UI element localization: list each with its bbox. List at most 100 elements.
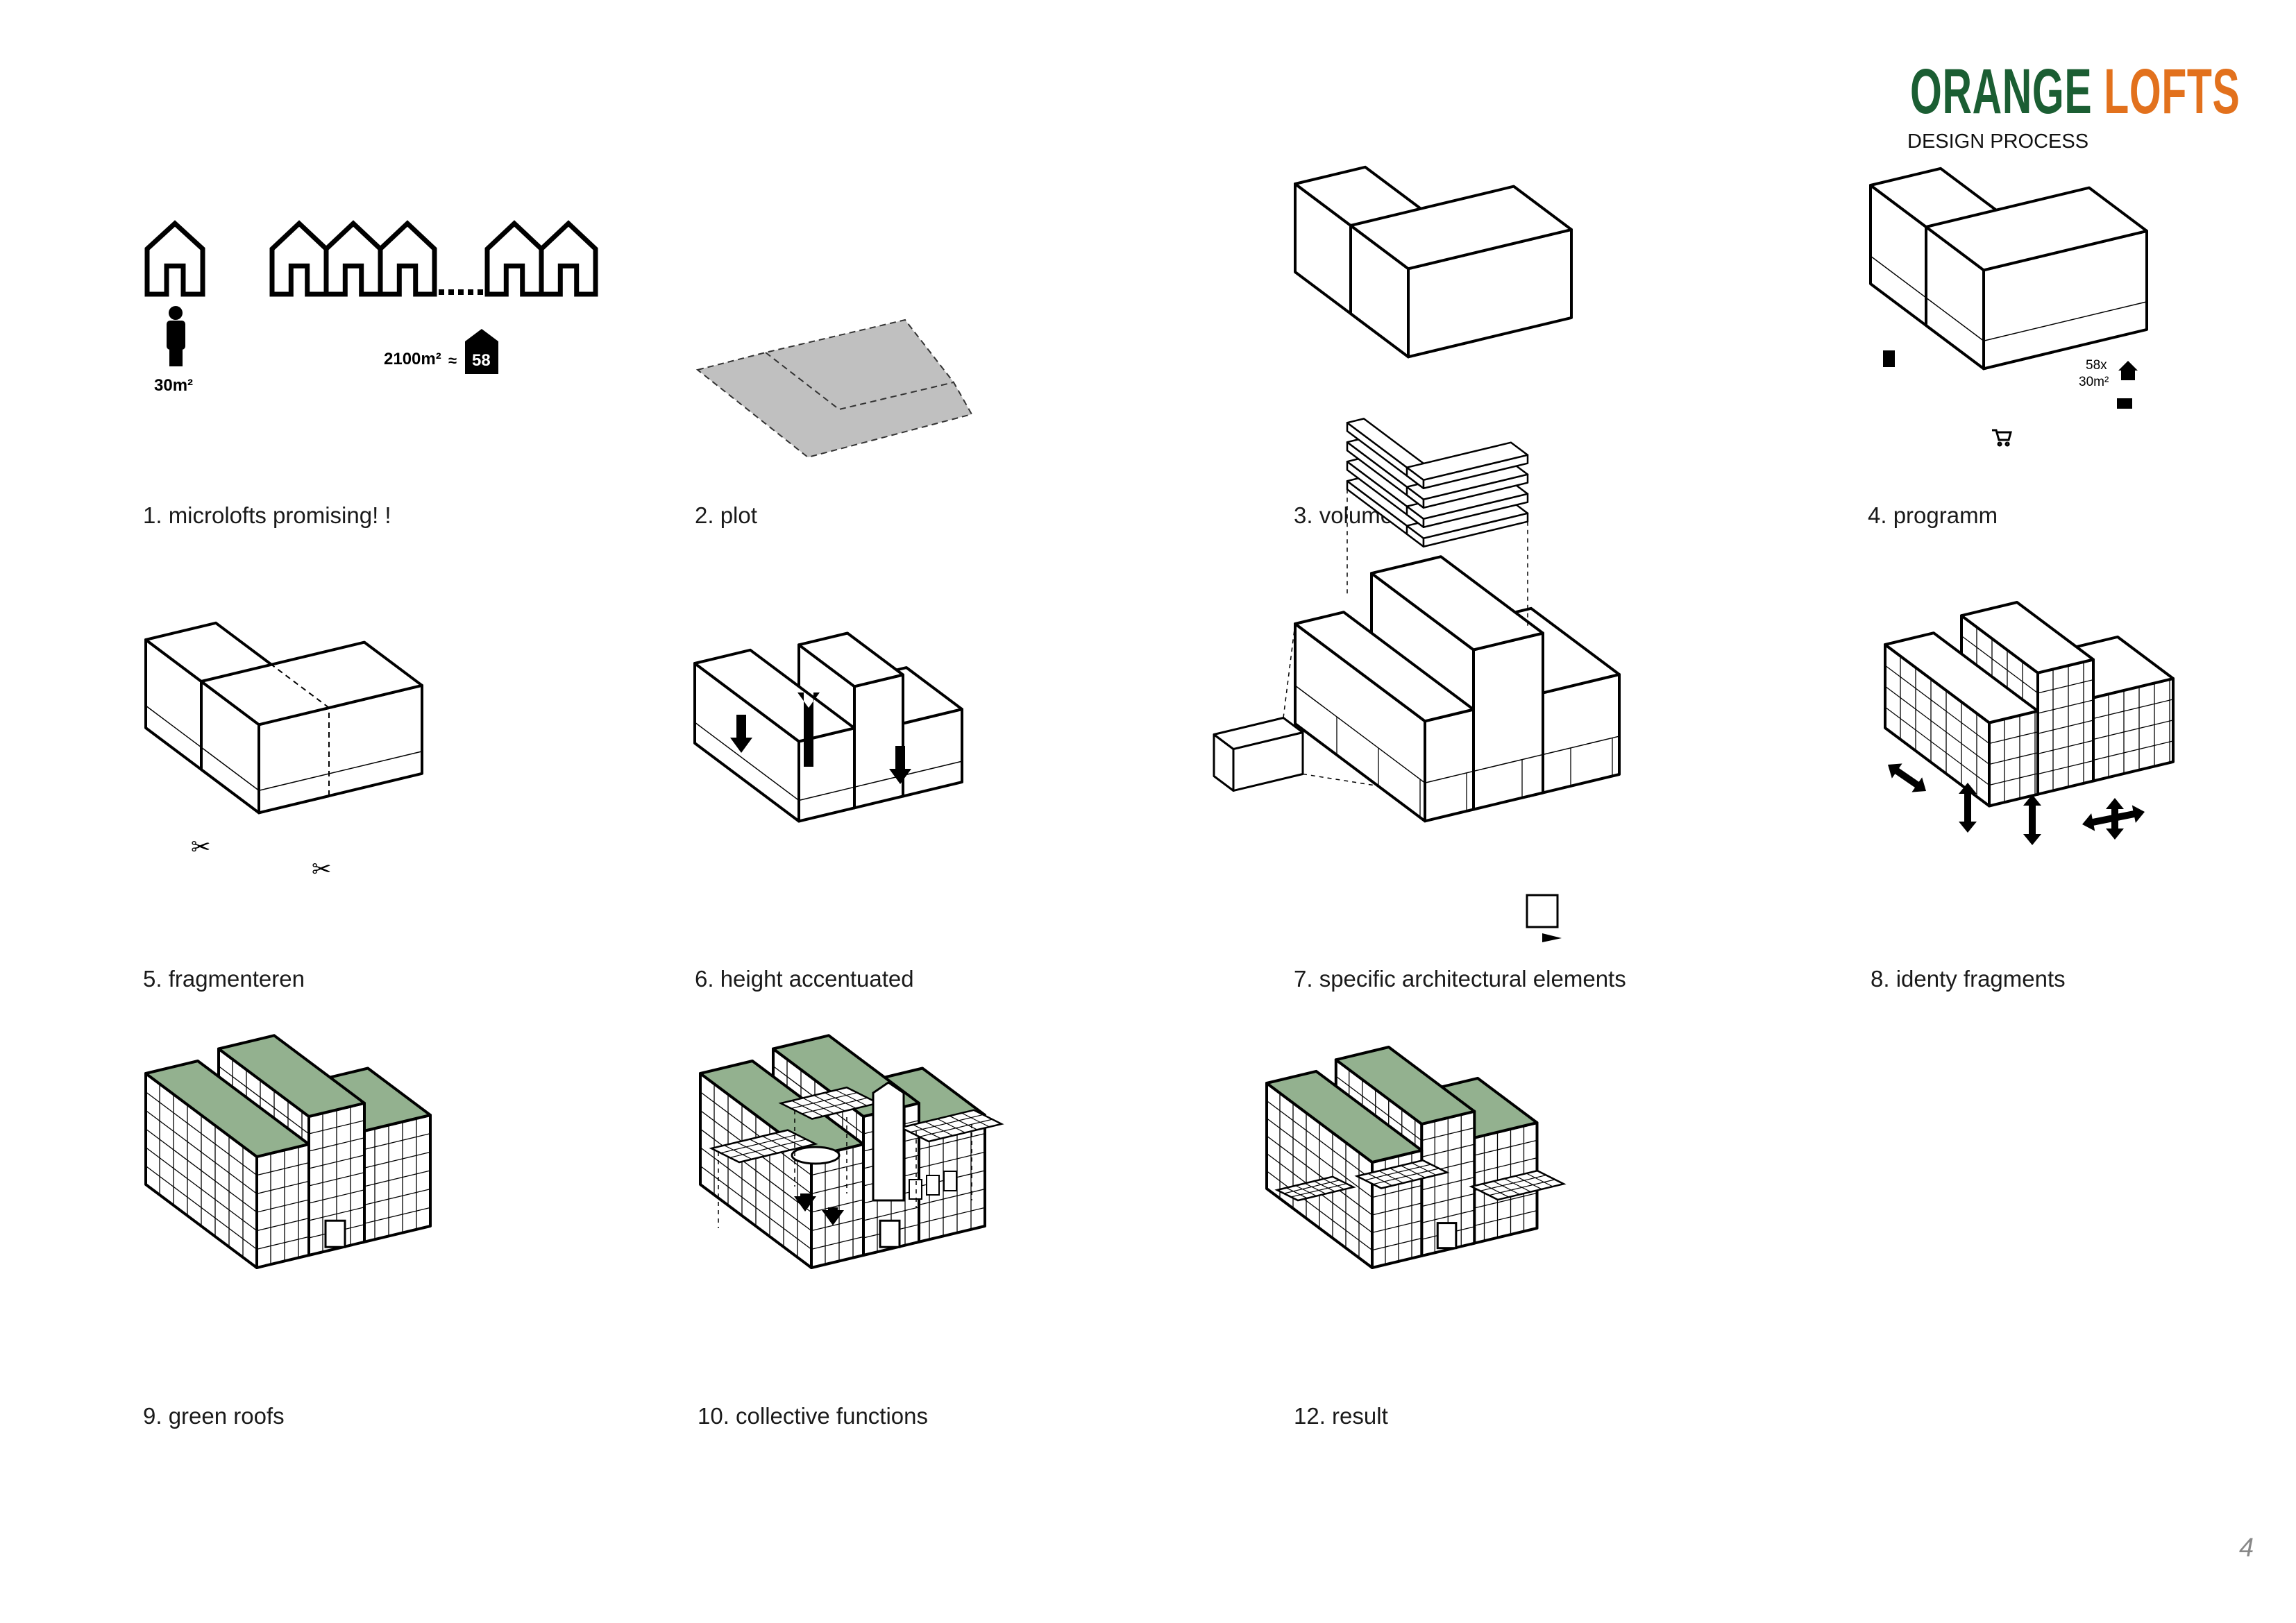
ground-floor-line: [1473, 754, 1544, 772]
pergola-slat: [1290, 1183, 1347, 1198]
arrow-up-icon: [797, 692, 820, 767]
pergola-slat: [720, 1134, 797, 1154]
floor-line: [256, 1162, 310, 1176]
ground-floor-line: [258, 751, 423, 791]
green-roof: [1334, 1046, 1476, 1125]
ellipsis-dot: [478, 289, 483, 295]
person-body-icon: [167, 321, 185, 350]
pergola-slat: [961, 1112, 990, 1128]
pergola-slat: [910, 1114, 984, 1133]
pergola-slat: [729, 1139, 807, 1158]
double-arrow-icon: [2023, 794, 2041, 845]
floor-line: [1884, 686, 1990, 765]
green-roof: [699, 1060, 865, 1158]
diagram-microlofts: 30m² 2100m² ≈: [144, 220, 598, 395]
floor-line: [256, 1199, 310, 1213]
diagram-architectural-elements: [1213, 418, 1621, 942]
floor-line: [360, 1170, 431, 1188]
pergola-slat: [801, 1097, 868, 1114]
step-label-12: 12. result: [1294, 1403, 1388, 1429]
green-roof: [1265, 1069, 1424, 1164]
scissors-icon: ✂: [312, 856, 332, 883]
block-right-face: [1472, 631, 1544, 811]
step-label-7: 7. specific architectural elements: [1294, 966, 1626, 992]
step-label-2: 2. plot: [695, 502, 757, 528]
floor-line: [360, 1207, 431, 1225]
pergola-slat: [913, 1124, 941, 1139]
pergola-slat: [1515, 1175, 1542, 1190]
pergola-slat: [1323, 1178, 1344, 1190]
floor-line: [218, 1065, 310, 1135]
pergola-slat: [1365, 1164, 1431, 1181]
double-arrow-icon: [1959, 783, 1977, 833]
floor-line: [360, 1133, 431, 1151]
floor-line: [1989, 752, 2038, 765]
floor-line: [2037, 699, 2094, 714]
arrow-down-icon: [822, 1207, 844, 1225]
ground-floor-line: [902, 760, 963, 776]
diagram-green-roofs: [144, 1034, 432, 1269]
scissors-icon: ✂: [191, 834, 211, 860]
pergola-slat: [791, 1100, 824, 1117]
floor-line: [1471, 1157, 1537, 1175]
entrance-door: [324, 1219, 346, 1248]
pergola-slat: [775, 1132, 803, 1148]
pergola-slat: [835, 1089, 868, 1107]
house-badge-icon: [465, 329, 498, 374]
house-icon: [144, 220, 205, 297]
floor-line: [1371, 1220, 1422, 1233]
projection-line: [1283, 623, 1296, 718]
green-roof: [217, 1034, 366, 1118]
diagram-height-accentuated: [693, 631, 963, 823]
step-label-9: 9. green roofs: [143, 1403, 285, 1429]
double-arrow-icon: [1888, 763, 1926, 792]
step-label-8: 8. identy fragments: [1871, 966, 2066, 992]
house-icon: [378, 220, 437, 297]
floor-line: [1371, 1203, 1422, 1216]
pergola-slat: [802, 1097, 834, 1114]
entrance-door: [879, 1219, 901, 1248]
entrance-element: [1526, 894, 1559, 928]
pergola-slat: [1286, 1187, 1308, 1199]
step-label-1: 1. microlofts promising! !: [143, 502, 391, 528]
shopping-cart-icon: [1992, 429, 2012, 447]
ground-floor-line: [1294, 685, 1426, 783]
floor-line: [915, 1189, 986, 1207]
house-icon: [269, 220, 329, 297]
pergola-slat: [749, 1139, 778, 1154]
running-track: [791, 1146, 841, 1165]
pergola-slat: [736, 1141, 765, 1157]
house-icon: [539, 220, 598, 297]
block-top-face: [1370, 555, 1544, 652]
diagram-programm: [1869, 167, 2148, 447]
diagram-identity-fragments: [1884, 601, 2175, 845]
roof-box: [926, 1175, 940, 1196]
ellipsis-dot: [448, 289, 454, 295]
ground-floor-line: [854, 774, 904, 788]
green-roof: [144, 1060, 310, 1158]
diagram-collective-functions: [699, 1034, 1004, 1269]
ellipsis-dot: [468, 289, 473, 295]
block-right-face: [853, 673, 904, 810]
diagram-fragmenteren: ✂✂: [144, 621, 423, 883]
pergola-slat: [937, 1118, 965, 1133]
floor-line: [811, 1218, 864, 1232]
person-legs-icon: [169, 347, 183, 366]
units-count-text: 58: [472, 351, 491, 370]
arrow-down-icon: [889, 746, 911, 784]
floor-line: [1884, 665, 1990, 745]
pergola-slat: [1373, 1168, 1440, 1185]
block-top-face: [1925, 186, 2148, 272]
pergola-slat: [949, 1115, 978, 1130]
ground-floor-line: [1983, 301, 2147, 341]
step-label-6: 6. height accentuated: [695, 966, 914, 992]
pergola-slat: [1295, 1185, 1317, 1197]
pergola-slat: [1526, 1173, 1553, 1187]
house-icon: [323, 220, 383, 297]
pergola-slat: [825, 1092, 856, 1109]
arrow-right-icon: [1542, 933, 1562, 942]
floor-line: [915, 1133, 986, 1151]
pergola-slat: [1314, 1180, 1335, 1192]
pergola-slat: [1504, 1178, 1531, 1193]
floor-line: [1471, 1139, 1537, 1157]
